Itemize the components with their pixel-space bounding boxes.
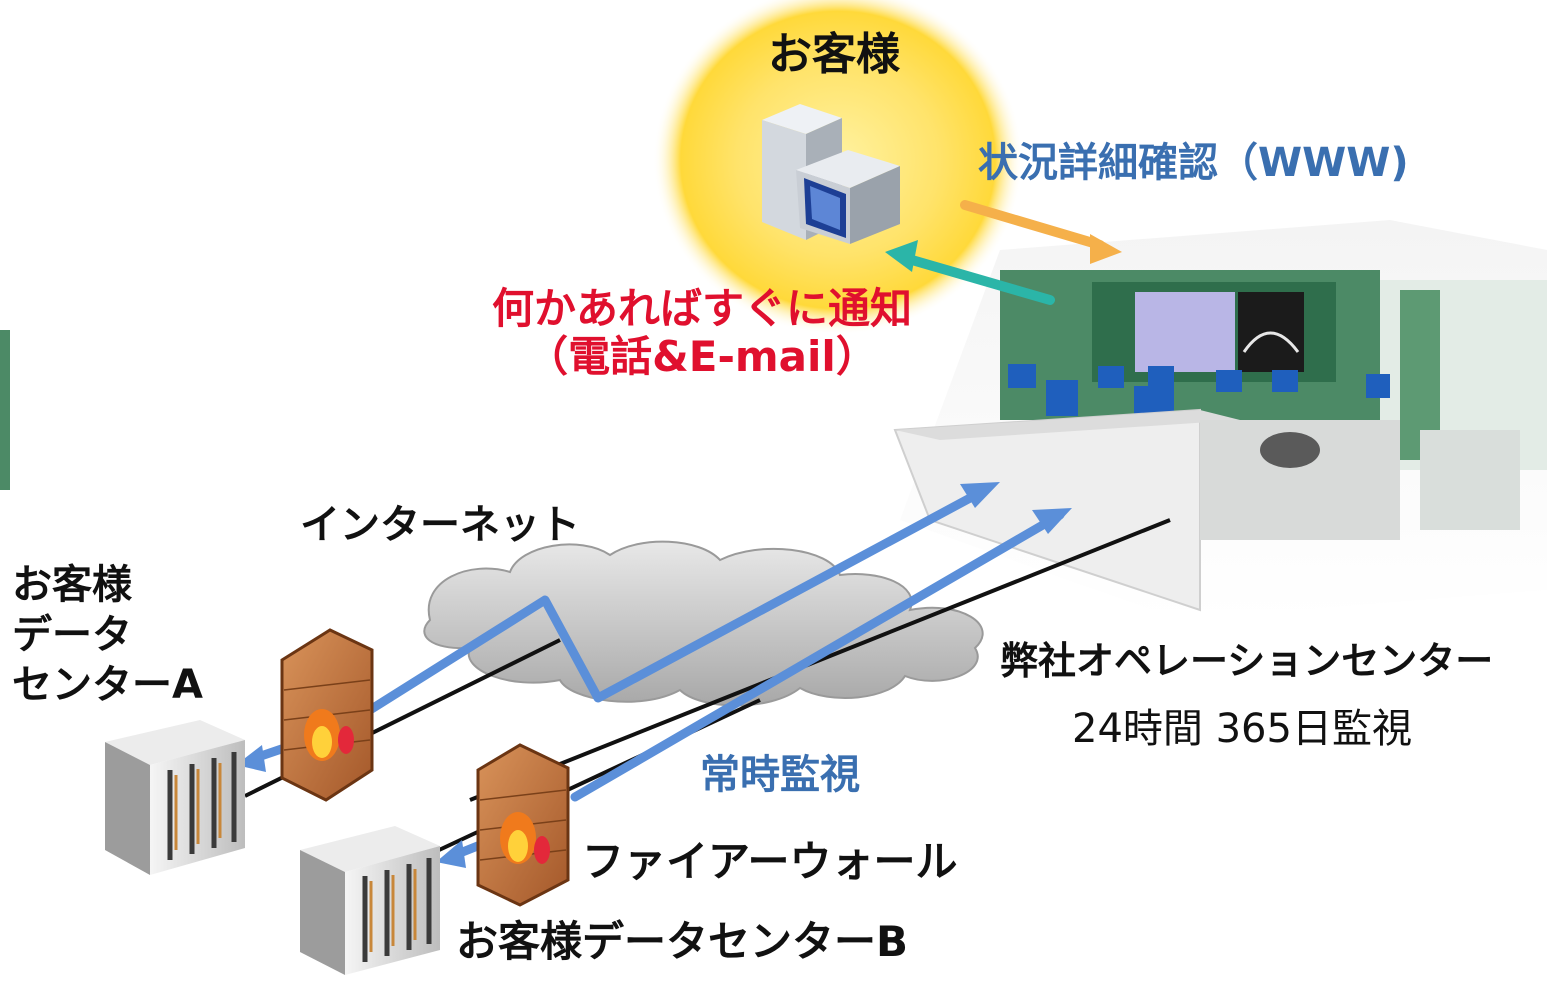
operations-room-icon [893, 220, 1547, 620]
notify-label: 何かあればすぐに通知 （電話&E-mail） [492, 284, 913, 382]
firewall-icon [476, 743, 570, 907]
cloud-icon [423, 540, 984, 707]
operations-hours-label: 24時間 365日監視 [1072, 706, 1412, 752]
edge-strip [0, 330, 10, 490]
internet-label: インターネット [300, 502, 580, 548]
constant-monitoring-label: 常時監視 [700, 752, 860, 798]
customer-pc-icon [762, 104, 900, 244]
customer-label: お客様 [768, 29, 900, 80]
operations-center-label: 弊社オペレーションセンター [1000, 639, 1494, 683]
notify-line-2: （電話&E-mail） [526, 332, 878, 382]
dc-a-line-1: お客様 [12, 562, 132, 608]
firewall-icon [280, 628, 374, 802]
data-center-a-label: お客様 データ センターA [12, 560, 203, 710]
dc-a-line-2: データ [12, 612, 132, 658]
www-arrow [960, 200, 1105, 250]
server-rack-icon [300, 826, 440, 975]
firewall-label: ファイアーウォール [582, 837, 958, 886]
server-rack-icon [105, 720, 245, 875]
data-center-b-label: お客様データセンターB [456, 917, 909, 966]
detail-check-label: 状況詳細確認（WWW) [978, 140, 1409, 186]
dc-a-line-3: センターA [12, 662, 203, 708]
notify-arrow [900, 253, 1055, 305]
notify-line-1: 何かあればすぐに通知 [492, 284, 913, 333]
